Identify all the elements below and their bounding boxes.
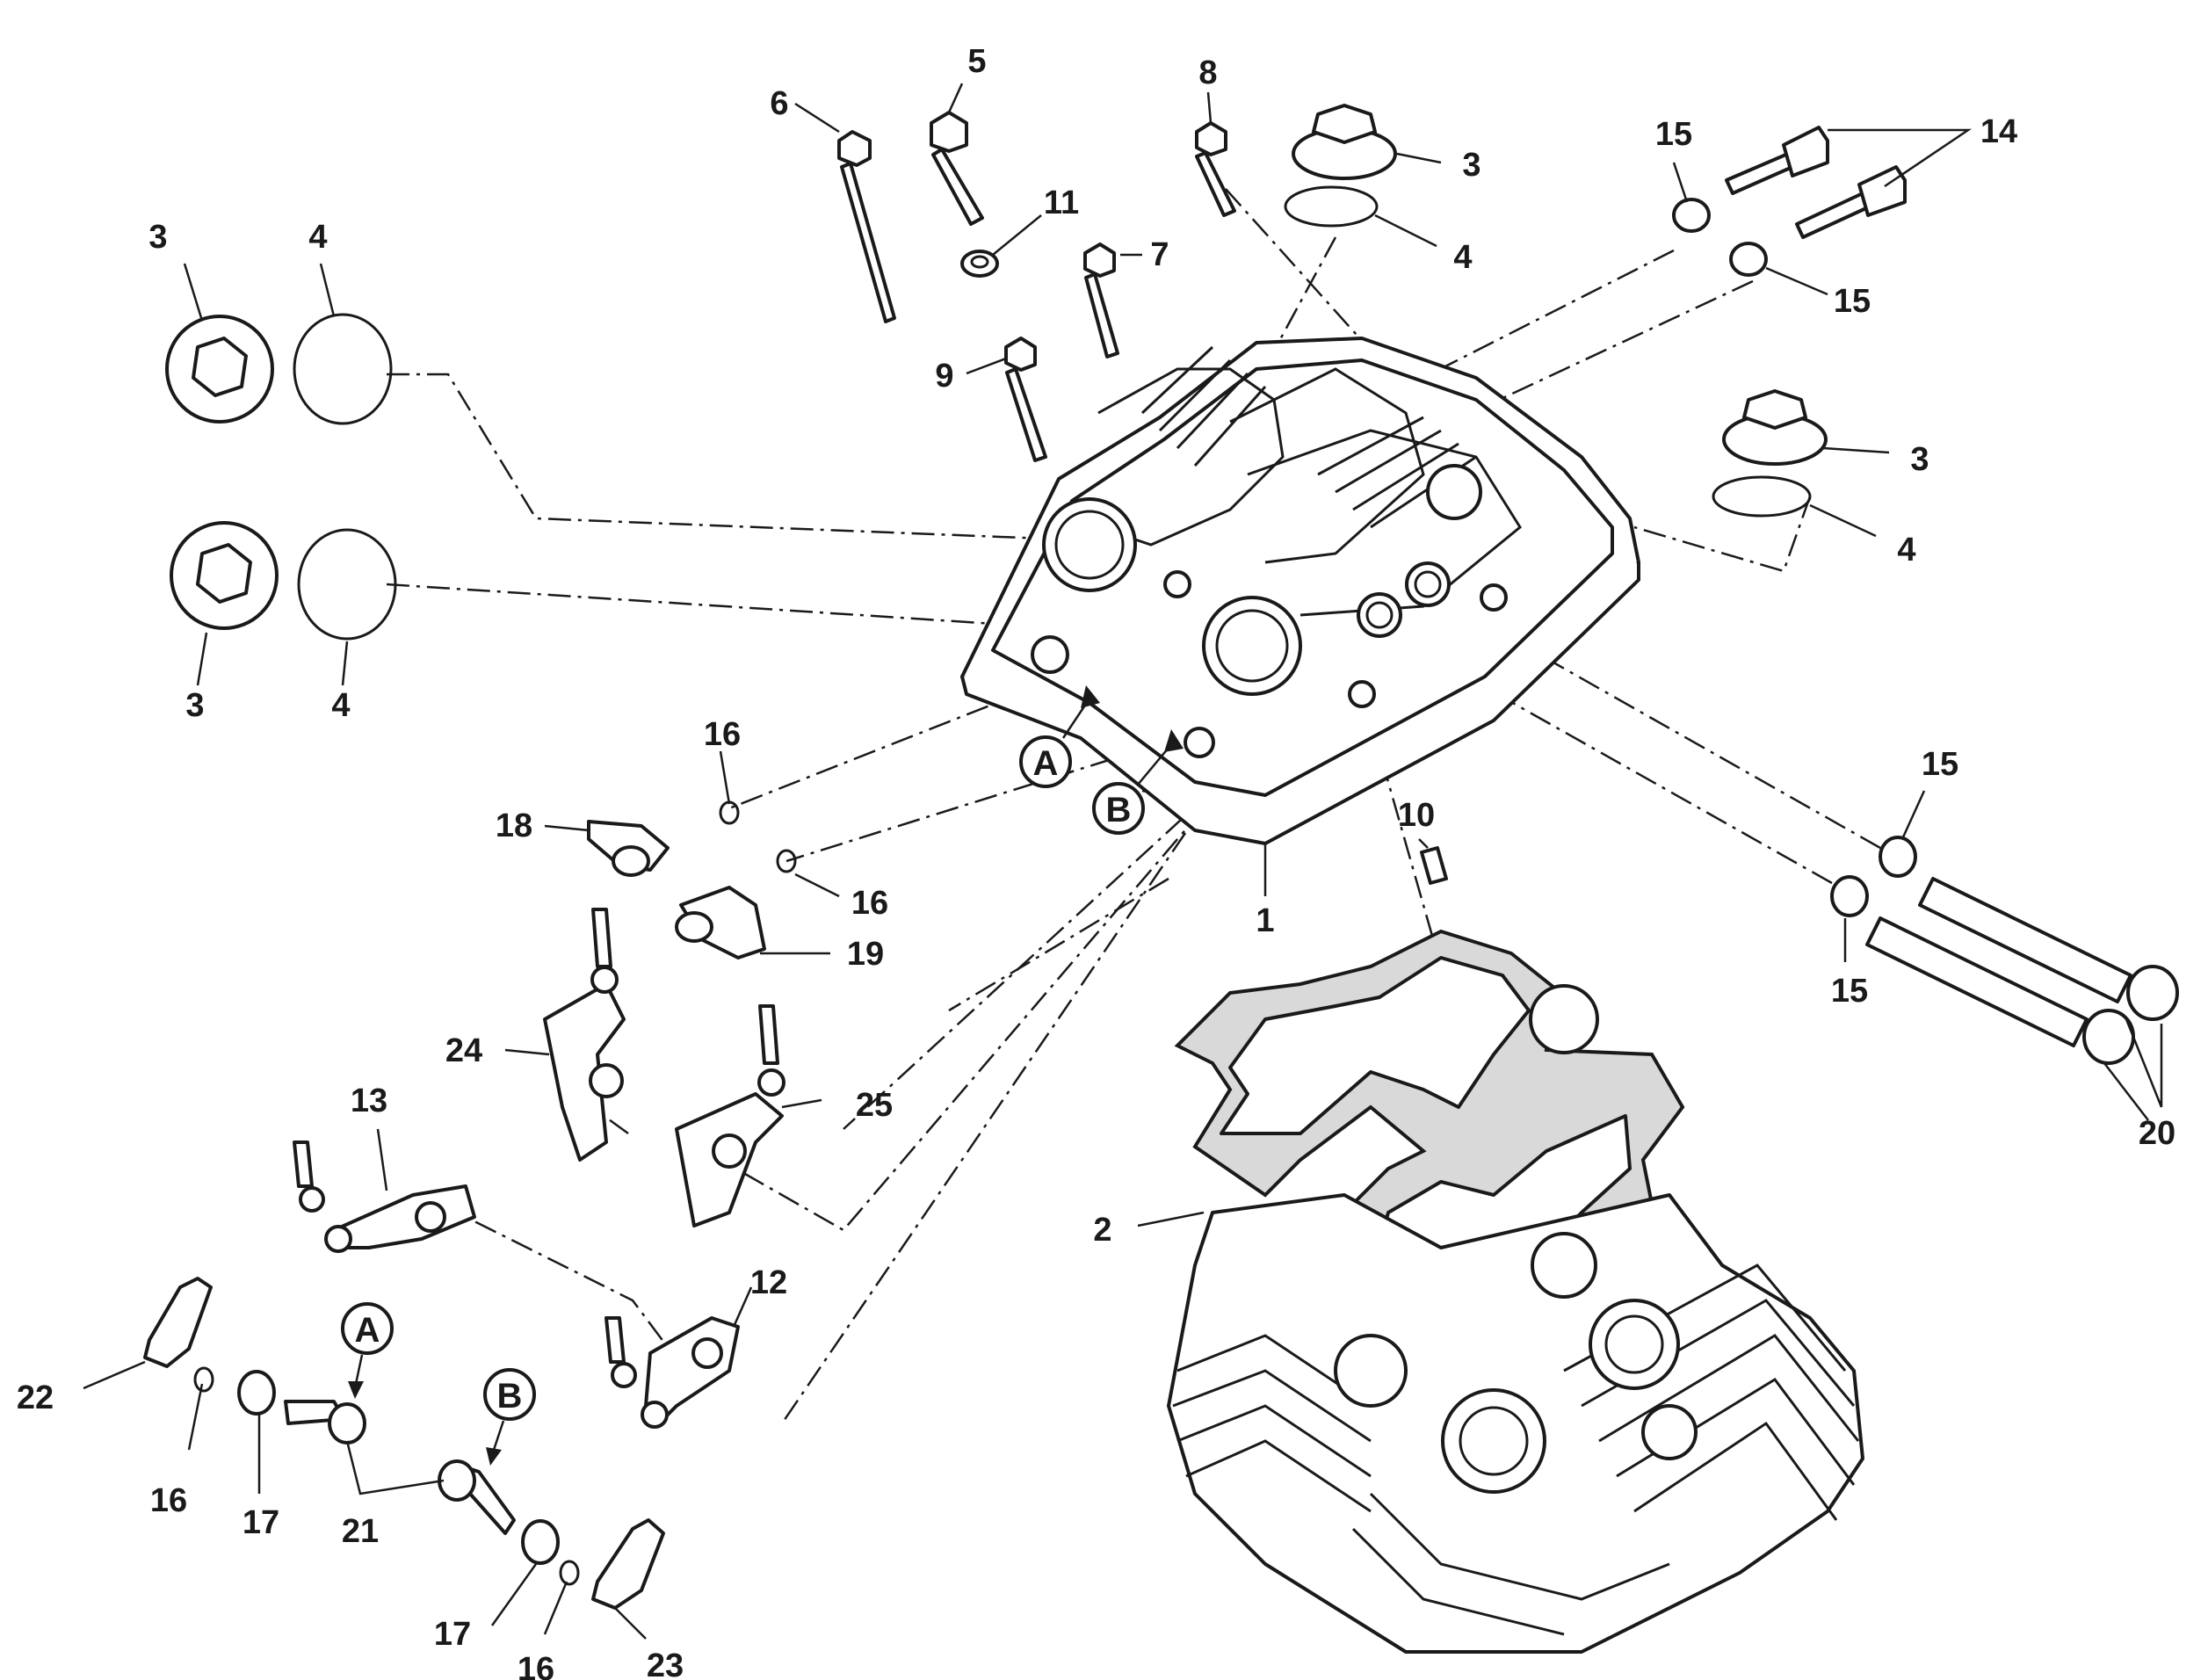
washer-17-b — [521, 1519, 560, 1565]
svg-text:A: A — [355, 1311, 380, 1350]
callout-21: 21 — [342, 1513, 379, 1550]
pin-10 — [1420, 846, 1448, 885]
rocker-arm-25 — [675, 1004, 785, 1227]
circlip-16-d — [559, 1560, 580, 1586]
callout-8: 8 — [1198, 54, 1217, 91]
callout-12: 12 — [750, 1264, 787, 1301]
callout-10: 10 — [1398, 797, 1435, 834]
callout-13: 13 — [351, 1083, 387, 1119]
dowel-14-lower — [1795, 165, 1907, 239]
callout-7: 7 — [1150, 236, 1169, 273]
lever-23 — [591, 1518, 665, 1610]
rocker-arm-12 — [604, 1316, 740, 1429]
callout-1: 1 — [1256, 902, 1274, 939]
callout-11: 11 — [1044, 185, 1079, 221]
washer-15-b — [1729, 242, 1768, 277]
circlip-16-c — [193, 1366, 214, 1393]
circlip-16-b — [776, 849, 797, 873]
callout-4-top: 4 — [1453, 239, 1472, 276]
cap-3-top — [1292, 104, 1397, 180]
marker-b-top: B — [1092, 729, 1184, 835]
washer-15-a — [1672, 198, 1711, 233]
callout-15-lower: 15 — [1831, 973, 1868, 1010]
cap-3-right — [1722, 389, 1828, 466]
cylinder-block — [1167, 1193, 1864, 1654]
long-bolt-20-upper — [1918, 877, 2179, 1021]
lever-19 — [675, 886, 766, 959]
leader-lines — [83, 83, 2163, 1640]
callout-4-left-upper: 4 — [308, 219, 327, 256]
marker-a-top: A — [1019, 685, 1100, 788]
callout-14: 14 — [1980, 113, 2017, 150]
callout-16-lower-left: 16 — [150, 1482, 187, 1519]
washer-11 — [960, 250, 999, 278]
bolt-6 — [837, 130, 896, 323]
callout-4-left-lower: 4 — [331, 687, 350, 724]
callout-9: 9 — [935, 358, 953, 395]
circlip-16-a — [719, 800, 740, 825]
callout-17-right: 17 — [434, 1616, 471, 1653]
callout-15-top-left: 15 — [1655, 116, 1692, 153]
cap-3-left-upper — [165, 315, 274, 424]
washer-15-d — [1830, 875, 1869, 917]
callout-15-top-right: 15 — [1834, 283, 1871, 320]
callout-20: 20 — [2139, 1115, 2175, 1152]
oring-4-left-lower — [297, 528, 397, 641]
callout-17-left: 17 — [243, 1504, 279, 1541]
callout-16-lower-right: 16 — [518, 1651, 554, 1680]
svg-text:B: B — [497, 1377, 523, 1416]
callout-24: 24 — [445, 1032, 482, 1069]
callout-16-upper: 16 — [704, 716, 741, 753]
lever-18 — [587, 820, 670, 877]
washer-15-c — [1879, 836, 1917, 878]
svg-text:A: A — [1033, 744, 1059, 783]
callout-4-right: 4 — [1897, 532, 1915, 568]
cap-3-left-lower — [170, 521, 279, 630]
lever-22 — [143, 1277, 213, 1368]
callout-2: 2 — [1093, 1212, 1111, 1249]
callout-3-right: 3 — [1910, 441, 1929, 478]
callout-25: 25 — [856, 1087, 893, 1124]
bolt-9 — [1004, 337, 1047, 462]
callout-3-top: 3 — [1462, 147, 1480, 184]
marker-a-bottom: A — [341, 1302, 394, 1399]
dowel-14-upper — [1725, 126, 1829, 195]
oring-4-right — [1712, 475, 1812, 518]
oring-4-left-upper — [293, 313, 393, 425]
callout-6: 6 — [770, 85, 788, 122]
callout-15-mid: 15 — [1922, 746, 1958, 783]
callout-18: 18 — [496, 807, 532, 844]
bolt-8 — [1195, 121, 1236, 217]
oring-4-top — [1284, 185, 1379, 228]
cylinder-head — [960, 337, 1640, 845]
shaft-21-a — [284, 1400, 366, 1445]
rocker-arm-24 — [543, 908, 626, 1162]
callout-22: 22 — [17, 1379, 54, 1416]
bolt-7 — [1083, 243, 1119, 358]
callout-19: 19 — [847, 936, 884, 973]
marker-b-bottom: B — [483, 1368, 536, 1466]
svg-text:B: B — [1106, 791, 1132, 829]
bolt-5 — [930, 111, 984, 226]
callout-3-left-upper: 3 — [148, 219, 167, 256]
shaft-21-b — [438, 1459, 516, 1535]
washer-17-a — [237, 1370, 276, 1416]
callout-3-left-lower: 3 — [185, 687, 204, 724]
callout-23: 23 — [647, 1647, 684, 1680]
rocker-arm-13 — [293, 1141, 476, 1253]
callout-labels: 1 2 3 3 3 3 4 4 4 4 5 6 7 8 9 10 11 12 1… — [17, 43, 2175, 1680]
callout-5: 5 — [967, 43, 986, 80]
callout-16-mid: 16 — [851, 885, 888, 922]
